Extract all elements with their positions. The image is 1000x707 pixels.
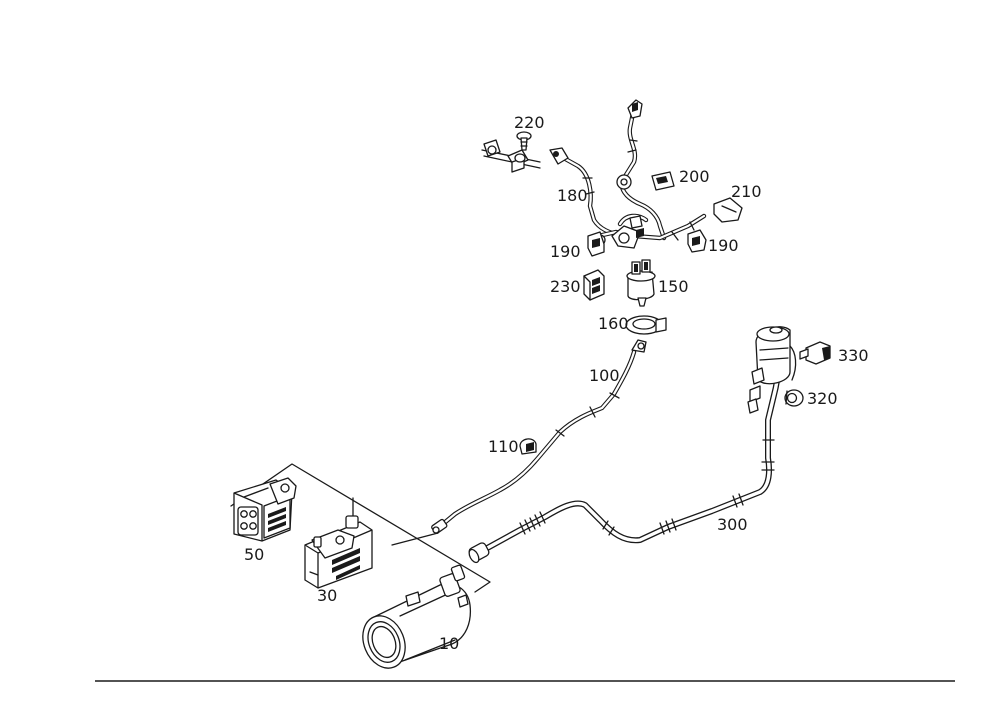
part-30-housing[interactable] [304, 515, 373, 589]
part-330-clip[interactable] [799, 341, 831, 365]
hose-300-ribs [519, 439, 775, 536]
purge-valve[interactable] [747, 326, 797, 414]
label-190-left: 190 [550, 242, 581, 261]
part-230-bracket[interactable] [583, 269, 605, 301]
part-190-clip-left[interactable] [587, 231, 605, 257]
part-300-hose[interactable] [467, 342, 782, 564]
part-200-connector[interactable] [651, 171, 675, 191]
label-50: 50 [244, 545, 264, 564]
part-320-grommet[interactable] [784, 389, 804, 407]
part-150-sensor[interactable] [626, 259, 656, 307]
label-300: 300 [717, 515, 748, 534]
label-100: 100 [589, 366, 620, 385]
label-10: 10 [439, 634, 459, 653]
part-190-clip-right[interactable] [687, 229, 707, 253]
label-30: 30 [317, 586, 337, 605]
label-330: 330 [838, 346, 869, 365]
part-10-canister[interactable] [355, 564, 472, 675]
part-160-clamp[interactable] [625, 315, 667, 335]
part-220-screw[interactable] [516, 131, 532, 151]
part-50-housing[interactable] [233, 477, 297, 542]
part-100-line[interactable] [431, 339, 647, 534]
top-left-bracket-assembly[interactable] [481, 139, 541, 173]
part-210-bracket[interactable] [713, 197, 743, 223]
label-110: 110 [488, 437, 519, 456]
label-220: 220 [514, 113, 545, 132]
label-320: 320 [807, 389, 838, 408]
part-110-clip[interactable] [519, 438, 537, 455]
label-160: 160 [598, 314, 629, 333]
label-180: 180 [557, 186, 588, 205]
label-190-right: 190 [708, 236, 739, 255]
label-210: 210 [731, 182, 762, 201]
label-230: 230 [550, 277, 581, 296]
part-labels: 10 30 50 100 110 150 160 180 190 190 200… [244, 113, 869, 653]
label-150: 150 [658, 277, 689, 296]
label-200: 200 [679, 167, 710, 186]
